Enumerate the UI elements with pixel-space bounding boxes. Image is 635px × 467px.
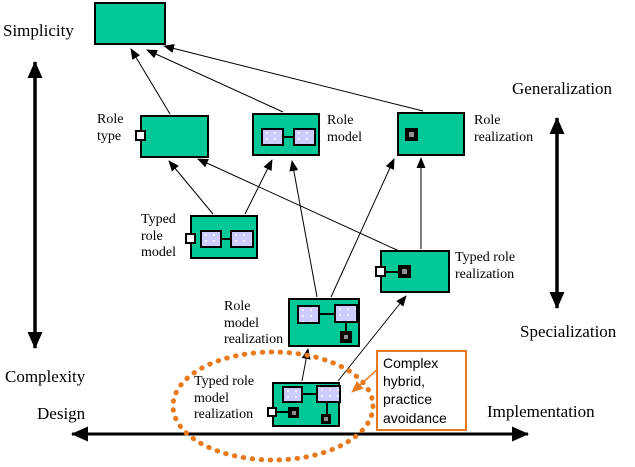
- icon-link: [345, 322, 347, 333]
- axis-label-design: Design: [37, 404, 86, 423]
- node-typed-role-realization-label: Typed role realization: [455, 250, 516, 282]
- edge-role-model-realization-to-role-realization: [330, 158, 395, 298]
- node-typed-role-model-realization-label: Typed role model realization: [194, 374, 255, 423]
- realization-icon: [340, 331, 352, 343]
- classifier-icon: [316, 385, 341, 403]
- node-role-realization: [397, 112, 465, 156]
- classifier-link: [221, 238, 231, 240]
- callout-arrow: [351, 368, 379, 393]
- icon-link: [276, 411, 289, 413]
- classifier-icon: [297, 305, 320, 324]
- edge-role-model-realization-to-role-model: [289, 160, 318, 298]
- axis-label-complexity: Complexity: [5, 367, 86, 386]
- type-socket-icon: [135, 130, 146, 141]
- edge-role-model-to-top: [146, 49, 284, 113]
- node-role-model-realization: [288, 298, 360, 347]
- node-typed-role-model-label: Typed role model: [141, 212, 176, 261]
- node-role-model-label: Role model: [327, 113, 362, 145]
- edge-typed-role-realization-to-role-type: [197, 158, 400, 252]
- axis-label-implementation: Implementation: [487, 402, 595, 421]
- realization-icon: [321, 414, 331, 424]
- classifier-icon: [200, 230, 222, 248]
- realization-icon: [398, 265, 411, 278]
- node-typed-role-model: [185, 215, 258, 259]
- edge-role-realization-to-top: [163, 44, 424, 112]
- classifier-link: [283, 136, 294, 138]
- node-role-model-realization-label: Role model realization: [224, 299, 284, 348]
- node-role-type: [135, 115, 209, 158]
- node-role-realization-label: Role realization: [474, 113, 534, 145]
- realization-icon: [405, 128, 418, 141]
- realization-icon: [288, 407, 299, 418]
- classifier-icon: [261, 128, 284, 146]
- classifier-link: [319, 313, 335, 315]
- type-socket-icon: [375, 266, 386, 277]
- classifier-icon: [334, 304, 358, 323]
- node-role-model: [252, 113, 320, 156]
- highlight-ellipse: [170, 349, 376, 463]
- classifier-icon: [230, 230, 254, 248]
- edge-typed-role-model-to-role-type: [168, 160, 214, 215]
- classifier-icon: [282, 386, 303, 403]
- node-typed-role-realization: [375, 250, 450, 293]
- edge-trmr-to-typed-role-realization: [337, 295, 407, 382]
- axis-label-specialization: Specialization: [520, 322, 617, 341]
- node-top: [94, 2, 166, 45]
- edge-role-type-to-top: [130, 48, 171, 115]
- icon-link: [326, 403, 328, 415]
- node-typed-role-model-realization: [267, 382, 341, 427]
- node-role-type-label: Role type: [97, 112, 124, 144]
- icon-link: [386, 271, 400, 273]
- classifier-icon: [293, 128, 316, 146]
- classifier-link: [302, 393, 317, 395]
- axis-label-simplicity: Simplicity: [3, 21, 74, 40]
- axis-label-generalization: Generalization: [512, 79, 613, 98]
- type-socket-icon: [267, 407, 277, 417]
- type-socket-icon: [185, 233, 196, 244]
- callout-complex-hybrid: Complex hybrid, practice avoidance: [376, 350, 467, 431]
